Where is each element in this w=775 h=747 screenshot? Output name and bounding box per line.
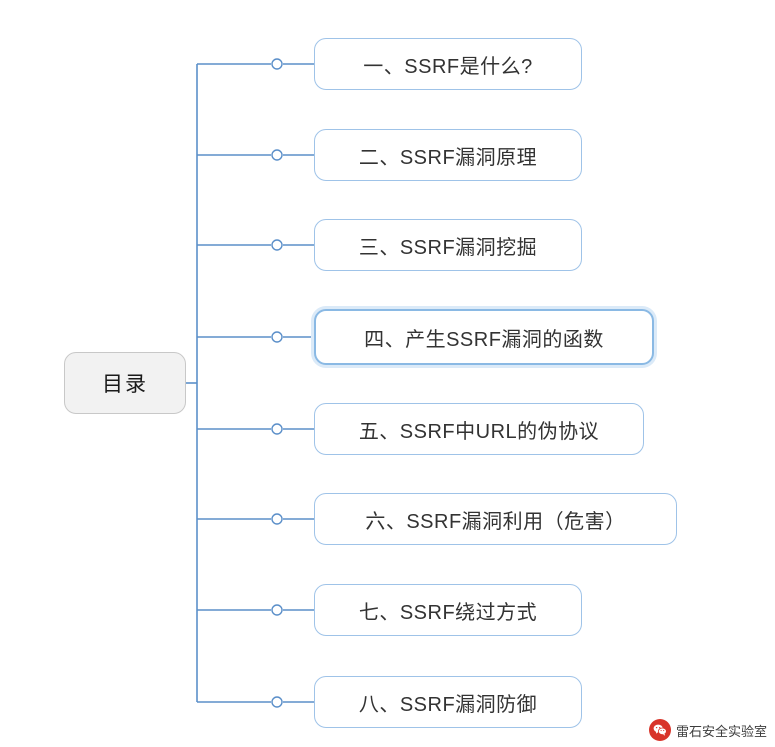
mindmap-node-4-label: 四、产生SSRF漏洞的函数 — [364, 328, 604, 351]
mindmap-root-node[interactable]: 目录 — [64, 352, 186, 414]
mindmap-node-1[interactable]: 一、SSRF是什么? — [314, 38, 582, 90]
mindmap-node-3[interactable]: 三、SSRF漏洞挖掘 — [314, 219, 582, 271]
mindmap-node-8-label: 八、SSRF漏洞防御 — [358, 693, 538, 716]
mindmap-node-3-label: 三、SSRF漏洞挖掘 — [358, 236, 538, 259]
mindmap-node-4[interactable]: 四、产生SSRF漏洞的函数 — [314, 309, 654, 365]
wechat-official-account-icon — [648, 719, 671, 741]
root-node-label: 目录 — [102, 373, 148, 396]
mindmap-node-5-label: 五、SSRF中URL的伪协议 — [358, 420, 600, 443]
mindmap-node-2[interactable]: 二、SSRF漏洞原理 — [314, 129, 582, 181]
mindmap-node-8[interactable]: 八、SSRF漏洞防御 — [314, 676, 582, 728]
mindmap-node-7-label: 七、SSRF绕过方式 — [358, 601, 538, 624]
mindmap-node-6-label: 六、SSRF漏洞利用（危害） — [365, 510, 626, 533]
watermark: 雷石安全实验室 — [648, 719, 767, 741]
mindmap-node-7[interactable]: 七、SSRF绕过方式 — [314, 584, 582, 636]
mindmap-node-2-label: 二、SSRF漏洞原理 — [358, 146, 538, 169]
mindmap-node-1-label: 一、SSRF是什么? — [363, 55, 533, 78]
mindmap-node-6[interactable]: 六、SSRF漏洞利用（危害） — [314, 493, 677, 545]
mindmap-node-5[interactable]: 五、SSRF中URL的伪协议 — [314, 403, 644, 455]
watermark-label: 雷石安全实验室 — [675, 723, 767, 739]
